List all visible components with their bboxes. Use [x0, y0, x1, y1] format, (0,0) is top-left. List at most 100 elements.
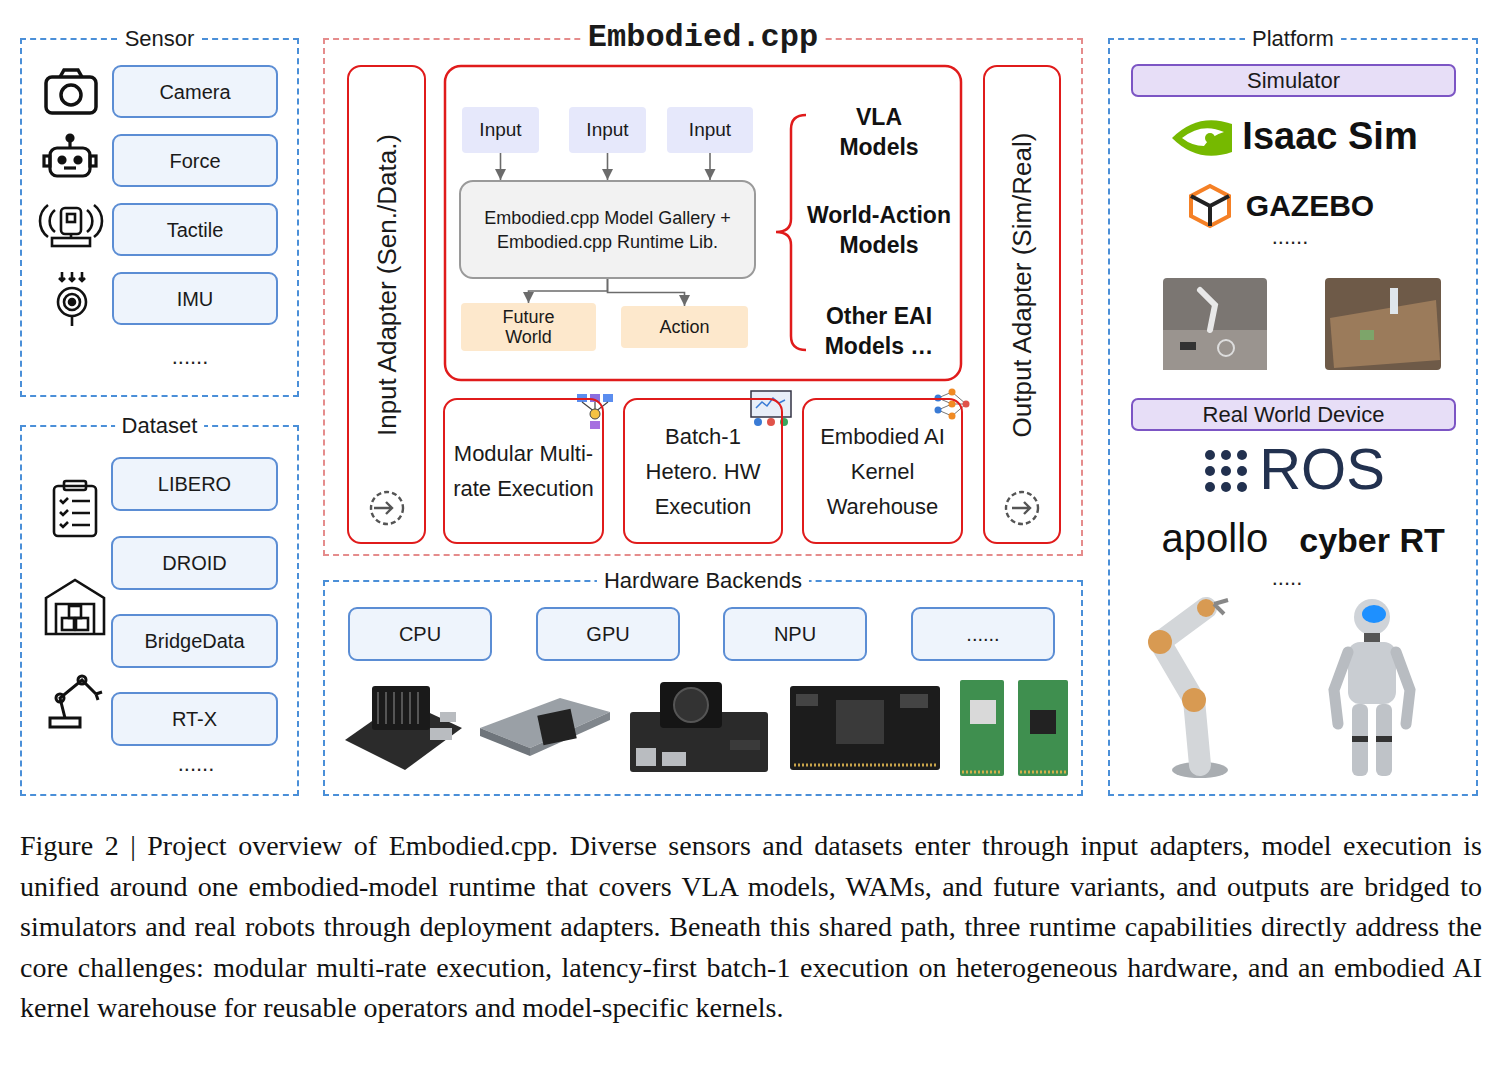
clipboard-icon — [60, 498, 90, 527]
gazebo-logo — [1191, 186, 1229, 226]
jetson-board-picture — [378, 692, 418, 724]
model-region-outline — [445, 66, 961, 380]
kernel-icon — [938, 392, 966, 416]
box-content: Embodied.cpp Model Gallery + Embodied.cp… — [461, 182, 754, 277]
camera-icon — [60, 70, 82, 77]
sim-table-picture — [1390, 288, 1398, 314]
box-content: DROID — [113, 538, 276, 588]
m2-card-picture — [1030, 710, 1056, 734]
hetero-hw-icon — [756, 398, 785, 408]
box-label: Input — [689, 119, 731, 141]
hardware-box: CPU — [348, 607, 492, 661]
box-content: Simulator — [1133, 66, 1454, 95]
box-text-group: GPU — [586, 622, 629, 646]
imu-icon — [69, 272, 75, 281]
som-module-picture — [790, 686, 940, 770]
panel-heading: Dataset — [115, 412, 205, 440]
input-adapter-icon — [371, 492, 403, 524]
dataset-box: BridgeData — [111, 614, 278, 668]
robot-head-icon — [50, 148, 90, 176]
camera-icon — [46, 77, 96, 113]
humanoid-robot-picture — [1376, 704, 1392, 776]
box-label: Input — [586, 119, 628, 141]
box-label: Camera — [159, 80, 230, 104]
mini-pc-picture — [480, 728, 530, 756]
m2-card-picture — [960, 680, 1004, 776]
modular-icon — [603, 394, 613, 402]
box-label: DROID — [162, 551, 226, 575]
tactile-icon — [87, 210, 92, 232]
imu-icon — [79, 272, 85, 281]
ros-logo — [1221, 482, 1231, 492]
imu-icon — [71, 316, 74, 326]
adapter-box: Output Adapter (Sim/Real) — [983, 65, 1061, 544]
ros-logo — [1237, 482, 1247, 492]
middleware-name: cyber RT — [1287, 520, 1457, 560]
sim-scene-picture — [1163, 330, 1267, 370]
gazebo-logo — [1191, 196, 1229, 226]
imu-icon — [69, 299, 75, 305]
box-text-group: Embodied.cpp Model Gallery + Embodied.cp… — [483, 206, 732, 254]
sim-scene-picture — [1218, 340, 1234, 356]
robot-arm-icon — [50, 718, 80, 727]
box-label: IMU — [177, 287, 214, 311]
flow-arrow — [607, 153, 609, 180]
sim-scene-picture — [1163, 278, 1267, 370]
box-label: Real World Device — [1203, 402, 1385, 428]
model-bracket — [776, 115, 806, 350]
box-label: Future World — [483, 307, 574, 347]
ellipsis: ...... — [1250, 225, 1330, 249]
flow-arrow — [608, 279, 685, 306]
box-content: Force — [114, 136, 276, 185]
modular-icon — [577, 394, 613, 429]
sensor-box: Force — [112, 134, 278, 187]
adapter-label: Input Adapter (Sen./Data.) — [372, 134, 402, 436]
jetson-board-picture — [440, 712, 456, 722]
box-content: Input — [667, 107, 753, 153]
robot-head-icon — [59, 157, 65, 163]
capability-box: Batch-1 Hetero. HW Execution — [623, 398, 783, 544]
input-adapter-icon — [374, 502, 392, 514]
box-text-group: Modular Multi-rate Execution — [453, 436, 594, 506]
flow-arrow — [709, 153, 711, 180]
input-box: Input — [667, 107, 753, 153]
box-content: Future World — [461, 303, 596, 351]
humanoid-robot-picture — [1362, 605, 1386, 623]
nvidia-logo — [1172, 120, 1232, 156]
robot-arm-picture — [1148, 630, 1172, 654]
runtime-box: Embodied.cpp Model Gallery + Embodied.cp… — [459, 180, 756, 279]
panel-heading: Sensor — [118, 25, 202, 53]
warehouse-icon — [46, 580, 104, 634]
kernel-icon — [949, 413, 956, 420]
box-label: Batch-1 Hetero. HW Execution — [633, 419, 773, 524]
input-panel: DatasetLIBERODROIDBridgeDataRT-X — [20, 425, 299, 796]
box-text-group: LIBERO — [158, 472, 231, 496]
box-content: Embodied AI Kernel Warehouse — [804, 400, 961, 542]
capability-box: Embodied AI Kernel Warehouse — [802, 398, 963, 544]
humanoid-robot-picture — [1354, 599, 1390, 635]
output-box: Future World — [461, 303, 596, 351]
box-text-group: BridgeData — [144, 629, 244, 653]
robot-arm-icon — [56, 694, 64, 702]
robot-head-icon — [44, 135, 96, 176]
kernel-icon — [935, 395, 942, 402]
box-text-group: Camera — [159, 80, 230, 104]
box-content: CPU — [350, 609, 490, 659]
clipboard-icon — [54, 481, 96, 536]
box-label: Embodied AI Kernel Warehouse — [812, 419, 953, 524]
box-content: IMU — [114, 274, 276, 323]
kernel-icon — [935, 389, 970, 420]
imu-icon — [59, 272, 65, 281]
hetero-hw-icon — [767, 418, 775, 426]
ros-logo — [1205, 482, 1215, 492]
tactile-icon — [40, 205, 102, 246]
npu-board-picture — [662, 752, 686, 766]
ellipsis: ..... — [1247, 566, 1327, 590]
modular-icon — [590, 409, 600, 419]
box-text-group: CPU — [399, 622, 441, 646]
box-text-group: Batch-1 Hetero. HW Execution — [633, 419, 773, 524]
box-label: Input — [479, 119, 521, 141]
m2-card-picture — [1018, 680, 1068, 776]
warehouse-icon — [62, 618, 74, 630]
ros-logo — [1221, 466, 1231, 476]
